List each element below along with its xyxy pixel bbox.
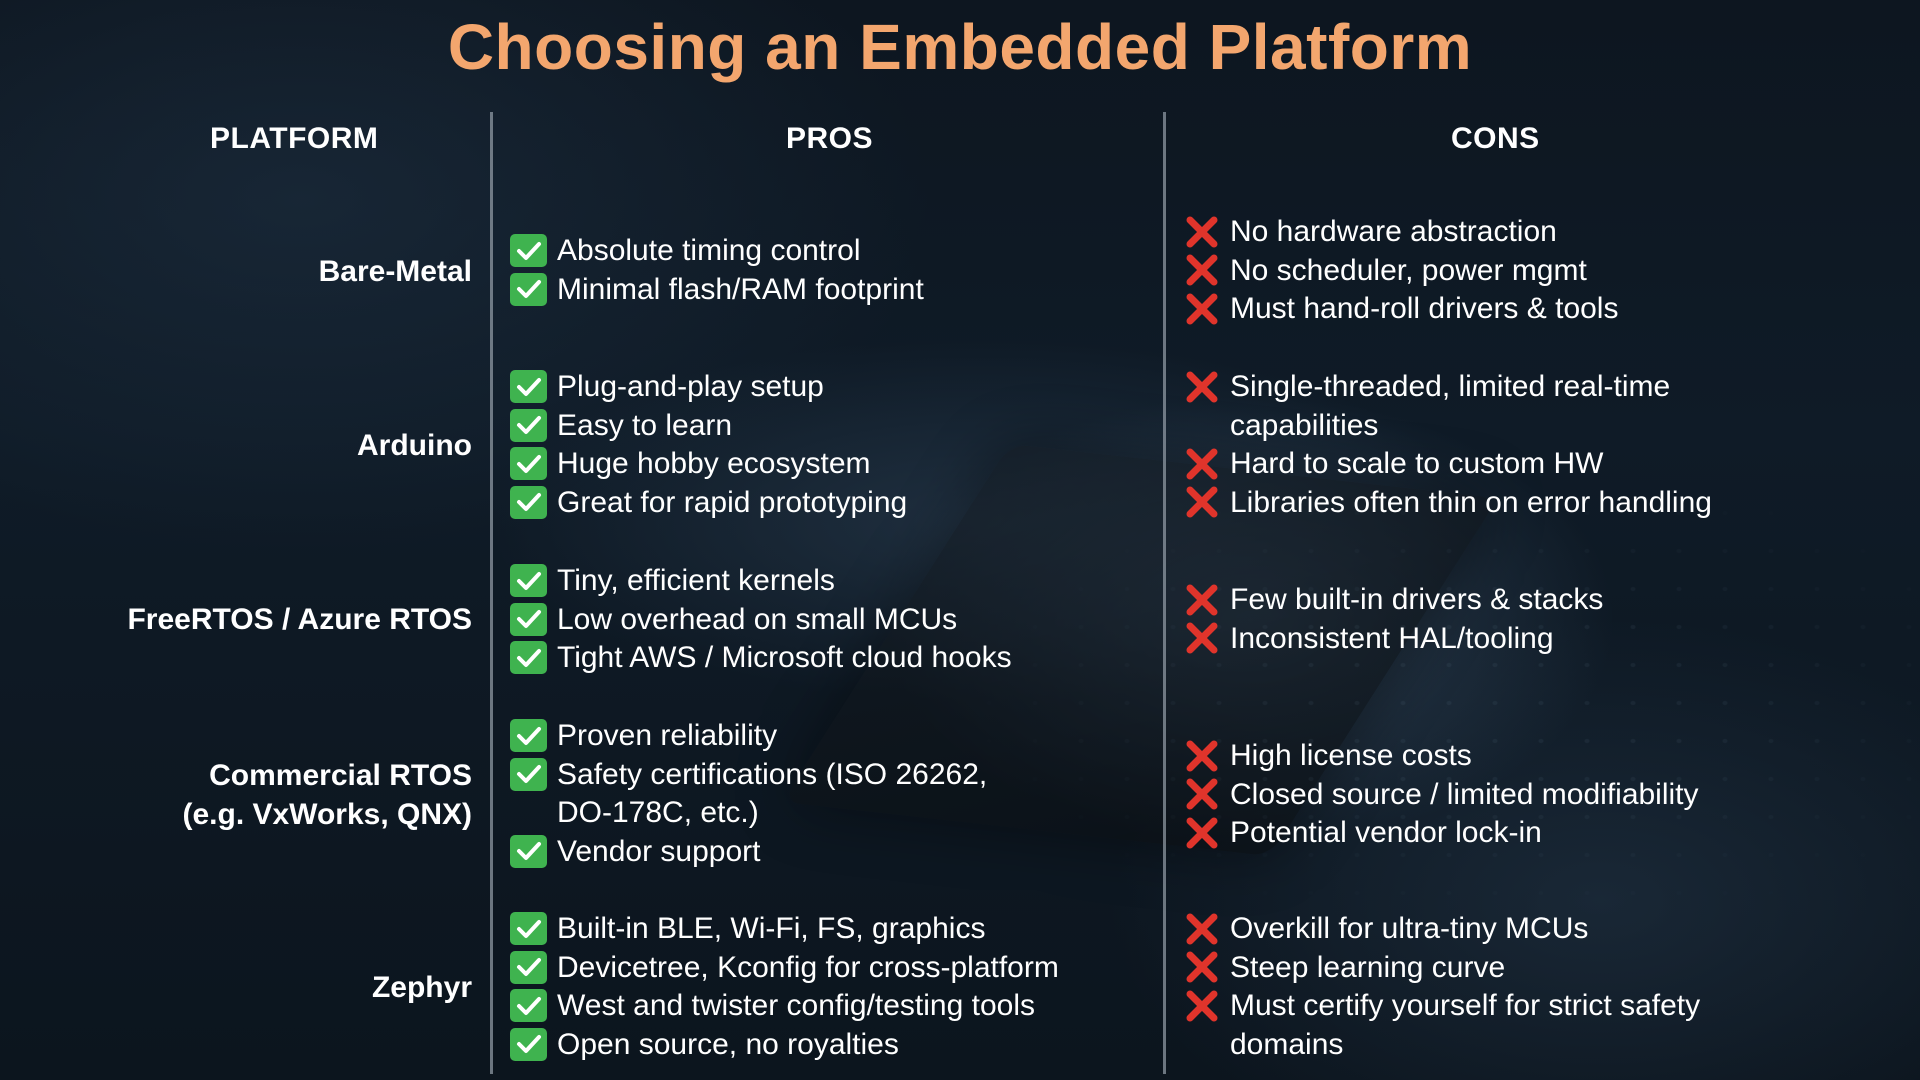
con-item: Must hand-roll drivers & tools <box>1183 290 1903 329</box>
con-item: High license costs <box>1183 737 1903 776</box>
pro-item: Vendor support <box>510 833 1150 872</box>
pro-item: Tight AWS / Microsoft cloud hooks <box>510 639 1150 678</box>
con-item: Must certify yourself for strict safety … <box>1183 987 1903 1064</box>
check-mark-icon <box>510 757 547 791</box>
header-cons: CONS <box>1451 122 1540 155</box>
cross-mark-icon <box>1183 445 1220 482</box>
check-mark-icon <box>510 485 547 519</box>
check-mark-icon <box>510 641 547 675</box>
cons-list: Overkill for ultra-tiny MCUs Steep learn… <box>1183 910 1903 1064</box>
platform-name: FreeRTOS / Azure RTOS <box>127 603 472 636</box>
check-mark-icon <box>510 408 547 442</box>
cons-list: Single-threaded, limited real-time capab… <box>1183 368 1903 522</box>
pro-item: Minimal flash/RAM footprint <box>510 271 1150 310</box>
pro-item: Plug-and-play setup <box>510 368 1150 407</box>
con-item: Few built-in drivers & stacks <box>1183 581 1903 620</box>
check-mark-icon <box>510 234 547 267</box>
check-mark-icon <box>510 834 547 868</box>
check-mark-icon <box>510 564 547 597</box>
con-item: Steep learning curve <box>1183 949 1903 988</box>
cross-mark-icon <box>1183 484 1220 521</box>
page-title: Choosing an Embedded Platform <box>447 11 1473 83</box>
pro-item: Low overhead on small MCUs <box>510 601 1150 640</box>
con-item: Libraries often thin on error handling <box>1183 484 1903 523</box>
pros-list: Plug-and-play setup Easy to learn Huge h… <box>510 368 1150 522</box>
con-item: Potential vendor lock-in <box>1183 814 1903 853</box>
pros-list: Tiny, efficient kernels Low overhead on … <box>510 562 1150 678</box>
cross-mark-icon <box>1183 620 1220 657</box>
pro-item: Great for rapid prototyping <box>510 484 1150 523</box>
platform-name: Bare-Metal <box>318 255 472 288</box>
con-item: No scheduler, power mgmt <box>1183 252 1903 291</box>
pro-item: Built-in BLE, Wi-Fi, FS, graphics <box>510 910 1150 949</box>
pro-item: Tiny, efficient kernels <box>510 562 1150 601</box>
con-item: Hard to scale to custom HW <box>1183 445 1903 484</box>
platform-name: Zephyr <box>371 971 472 1004</box>
cross-mark-icon <box>1183 368 1220 405</box>
check-mark-icon <box>510 719 547 752</box>
check-mark-icon <box>510 447 547 481</box>
check-mark-icon <box>510 272 547 306</box>
pro-item: Proven reliability <box>510 717 1150 756</box>
pros-list: Built-in BLE, Wi-Fi, FS, graphics Device… <box>510 910 1150 1064</box>
pro-item: Absolute timing control <box>510 232 1150 271</box>
con-item: Overkill for ultra-tiny MCUs <box>1183 910 1903 949</box>
pro-item: Open source, no royalties <box>510 1026 1150 1065</box>
pro-item: Devicetree, Kconfig for cross-platform <box>510 949 1150 988</box>
cons-list: High license costs Closed source / limit… <box>1183 737 1903 853</box>
check-mark-icon <box>510 912 547 945</box>
column-divider-right <box>1163 112 1166 1074</box>
con-item: Inconsistent HAL/tooling <box>1183 620 1903 659</box>
check-mark-icon <box>510 370 547 403</box>
cross-mark-icon <box>1183 581 1220 618</box>
header-platform: PLATFORM <box>210 122 379 155</box>
con-item: Closed source / limited modifiability <box>1183 776 1903 815</box>
cross-mark-icon <box>1183 949 1220 986</box>
pro-item: Easy to learn <box>510 407 1150 446</box>
cross-mark-icon <box>1183 252 1220 289</box>
cross-mark-icon <box>1183 910 1220 947</box>
pros-list: Absolute timing control Minimal flash/RA… <box>510 232 1150 309</box>
cross-mark-icon <box>1183 814 1220 851</box>
cross-mark-icon <box>1183 987 1220 1024</box>
cross-mark-icon <box>1183 213 1220 250</box>
cons-list: Few built-in drivers & stacks Inconsiste… <box>1183 581 1903 658</box>
header-pros: PROS <box>786 122 874 155</box>
cons-list: No hardware abstraction No scheduler, po… <box>1183 213 1903 329</box>
check-mark-icon <box>510 950 547 984</box>
cross-mark-icon <box>1183 737 1220 774</box>
pro-item: Safety certifications (ISO 26262, DO-178… <box>510 756 1150 833</box>
pro-item: West and twister config/testing tools <box>510 987 1150 1026</box>
check-mark-icon <box>510 1027 547 1061</box>
cross-mark-icon <box>1183 776 1220 813</box>
check-mark-icon <box>510 602 547 636</box>
cross-mark-icon <box>1183 290 1220 327</box>
platform-name: Arduino <box>357 429 472 462</box>
con-item: No hardware abstraction <box>1183 213 1903 252</box>
check-mark-icon <box>510 989 547 1023</box>
pro-item: Huge hobby ecosystem <box>510 445 1150 484</box>
con-item: Single-threaded, limited real-time capab… <box>1183 368 1903 445</box>
pros-list: Proven reliability Safety certifications… <box>510 717 1150 871</box>
platform-name: Commercial RTOS (e.g. VxWorks, QNX) <box>182 759 472 831</box>
column-divider-left <box>490 112 493 1074</box>
